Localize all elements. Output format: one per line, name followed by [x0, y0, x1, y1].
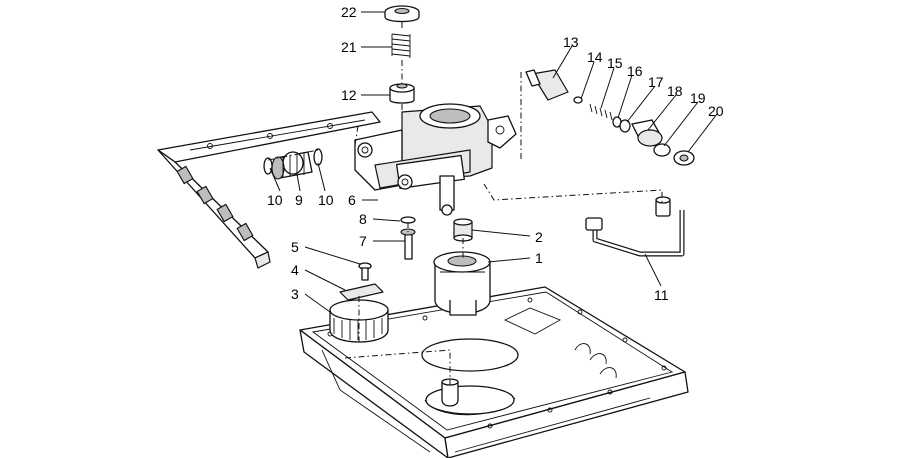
relief-valve-group	[525, 69, 695, 166]
callout-19: 19	[690, 90, 706, 106]
valve-body	[389, 83, 415, 104]
callout-15: 15	[607, 55, 623, 71]
callout-labels: 22 21 12 13 14 15 16 17 18 19 20 10 9 10…	[267, 4, 724, 303]
callout-8: 8	[359, 211, 367, 227]
callout-11: 11	[654, 287, 669, 303]
cap-plug	[384, 5, 420, 23]
callout-10-right: 10	[318, 192, 334, 208]
callout-2: 2	[535, 229, 543, 245]
leader-lines	[269, 11, 718, 313]
small-screw	[358, 262, 372, 281]
callout-12: 12	[341, 87, 357, 103]
spring	[391, 33, 411, 58]
callout-9: 9	[295, 192, 303, 208]
oil-filter	[433, 251, 491, 316]
callout-4: 4	[291, 262, 299, 278]
callout-5: 5	[291, 239, 299, 255]
shaft-assembly	[263, 148, 323, 180]
oil-pipe	[585, 196, 685, 257]
callout-13: 13	[563, 34, 579, 50]
callout-20: 20	[708, 103, 724, 119]
callout-17: 17	[648, 74, 664, 90]
callout-7: 7	[359, 233, 367, 249]
gasket-frame	[157, 111, 381, 269]
callout-10-left: 10	[267, 192, 283, 208]
callout-18: 18	[667, 83, 683, 99]
retaining-plate	[339, 283, 384, 301]
callout-6: 6	[348, 192, 356, 208]
callout-16: 16	[627, 63, 643, 79]
pump-housing	[354, 103, 517, 216]
threaded-nipple	[453, 218, 473, 242]
callout-1: 1	[535, 250, 543, 266]
alignment-lines	[267, 22, 663, 385]
callout-14: 14	[587, 49, 603, 65]
oil-pan	[299, 286, 689, 458]
callout-21: 21	[341, 39, 357, 55]
callout-22: 22	[341, 4, 357, 20]
callout-3: 3	[291, 286, 299, 302]
